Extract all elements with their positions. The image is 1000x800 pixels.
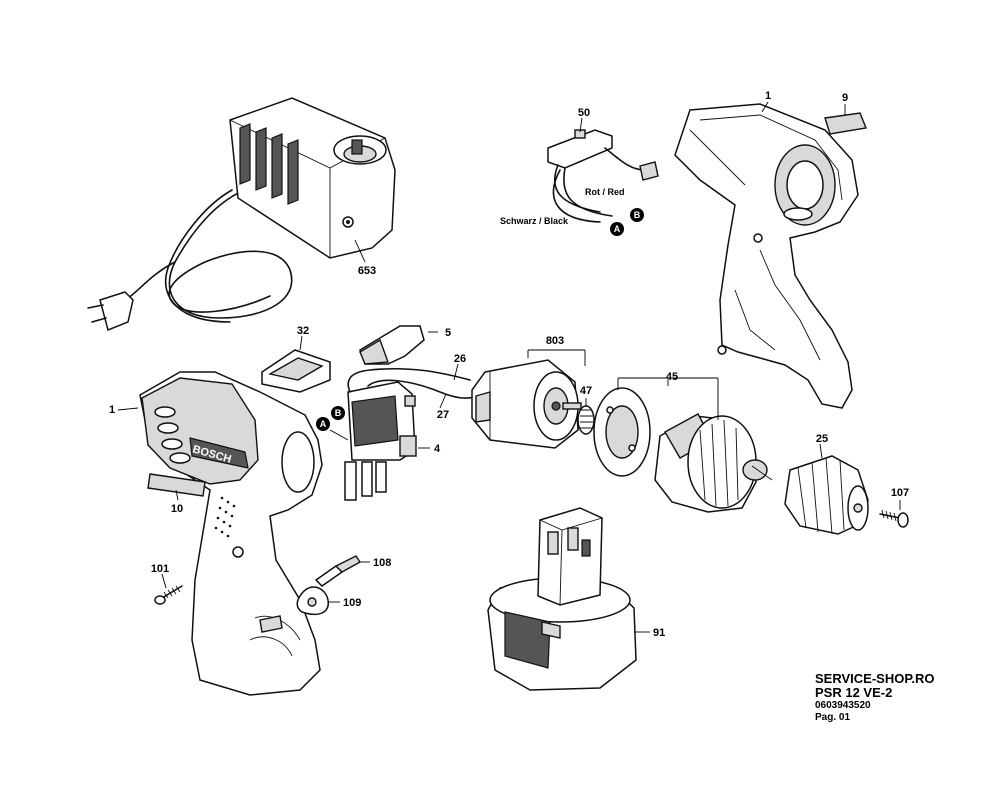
label-housing-left: 1 — [109, 404, 115, 416]
chuck-drawing — [784, 443, 869, 535]
label-screw-101: 101 — [151, 563, 169, 575]
footer-model: PSR 12 VE-2 — [815, 685, 893, 700]
switch-knob-drawing — [359, 325, 438, 365]
label-gear-group: 45 — [666, 371, 678, 383]
label-battery: 91 — [653, 627, 665, 639]
cable-set-drawing — [547, 117, 659, 223]
label-switch: 4 — [434, 443, 441, 455]
footer-page: Pag. 01 — [815, 712, 851, 723]
wire-label-black: Schwarz / Black — [500, 216, 569, 226]
label-bit: 108 — [373, 557, 391, 569]
marker-b-top: B — [634, 210, 641, 220]
label-motor-group: 803 — [546, 335, 564, 347]
bit-holder-drawing — [296, 586, 340, 616]
switch-drawing — [344, 367, 481, 501]
label-chuck-screw: 107 — [891, 487, 909, 499]
footer-block: SERVICE-SHOP.RO PSR 12 VE-2 0603943520 P… — [815, 672, 934, 724]
marker-b-switch: B — [335, 408, 342, 418]
battery-drawing — [487, 507, 650, 691]
label-wire-26: 26 — [454, 353, 466, 365]
label-chuck: 25 — [816, 433, 828, 445]
label-bit-holder: 109 — [343, 597, 361, 609]
bit-drawing — [314, 555, 370, 587]
wire-label-red: Rot / Red — [585, 187, 625, 197]
label-plate-drawing — [147, 473, 206, 501]
charger-drawing — [87, 97, 396, 332]
housing-right-drawing — [674, 101, 867, 409]
label-label-plate: 10 — [171, 503, 183, 515]
label-switch-cover: 32 — [297, 325, 309, 337]
marker-a-switch: A — [320, 419, 327, 429]
label-wire-27: 27 — [437, 409, 449, 421]
footer-code: 0603943520 — [815, 700, 871, 711]
label-charger: 653 — [358, 265, 376, 277]
marker-a-top-group: A — [610, 222, 624, 236]
label-pinion: 47 — [580, 385, 592, 397]
marker-a-top: A — [614, 224, 621, 234]
label-cable-set: 50 — [578, 107, 590, 119]
marker-b-top-group: B — [630, 208, 644, 222]
gear-group-drawing — [593, 377, 773, 513]
footer-site: SERVICE-SHOP.RO — [815, 671, 935, 686]
motor-drawing — [471, 349, 586, 449]
marker-a-switch-group: A — [316, 417, 330, 431]
label-switch-knob: 5 — [445, 327, 451, 339]
chuck-screw-drawing — [879, 500, 909, 528]
label-nameplate: 9 — [842, 92, 848, 104]
part-labels: 1 9 50 653 32 5 26 27 803 47 45 1 4 10 2… — [109, 90, 909, 639]
screw-101-drawing — [154, 573, 183, 605]
pinion-drawing — [577, 398, 595, 435]
marker-b-switch-group: B — [331, 406, 345, 420]
label-housing-right: 1 — [765, 90, 771, 102]
switch-cover-drawing — [261, 335, 331, 393]
housing-left-drawing — [117, 371, 323, 696]
